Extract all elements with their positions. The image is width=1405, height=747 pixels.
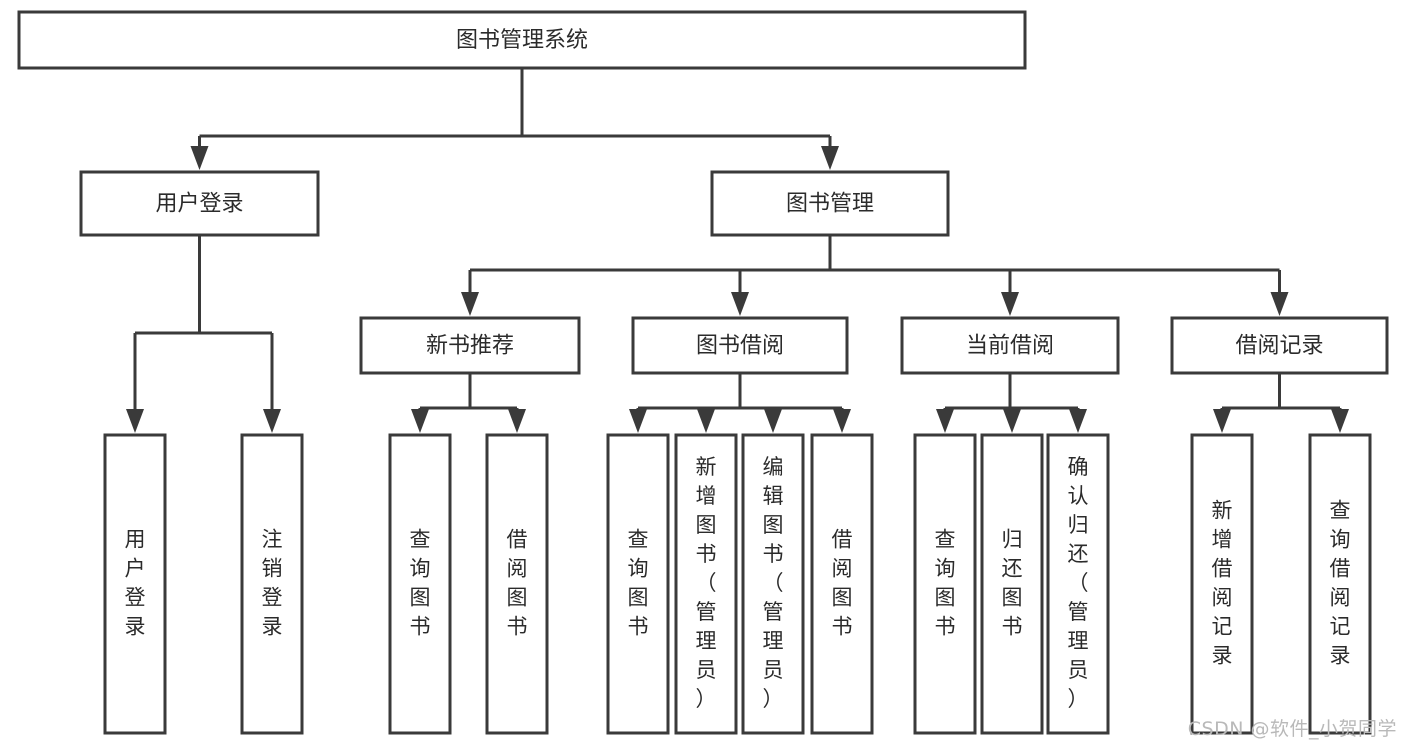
node-leaf_cu_query[interactable]: 查询图书 <box>913 433 977 735</box>
arrow-head-icon <box>508 409 526 433</box>
connector-group <box>461 235 1289 316</box>
node-leaf_rc_query[interactable]: 查询借阅记录 <box>1308 433 1372 735</box>
node-current[interactable]: 当前借阅 <box>900 316 1120 375</box>
node-box[interactable] <box>674 433 738 735</box>
node-label: 当前借阅 <box>966 334 1054 359</box>
node-root[interactable]: 图书管理系统 <box>17 10 1027 70</box>
arrow-head-icon <box>1331 409 1349 433</box>
connector-group <box>126 235 281 433</box>
node-label: 查询图书 <box>628 528 649 639</box>
arrow-head-icon <box>411 409 429 433</box>
node-leaf_rc_add[interactable]: 新增借阅记录 <box>1190 433 1254 735</box>
node-leaf_bw_borrow[interactable]: 借阅图书 <box>810 433 874 735</box>
node-label: 编辑图书（管理员） <box>763 455 784 711</box>
arrow-head-icon <box>821 146 839 170</box>
node-box[interactable] <box>913 433 977 735</box>
connector-group <box>411 373 526 433</box>
arrow-head-icon <box>764 409 782 433</box>
arrow-head-icon <box>697 409 715 433</box>
connector-group <box>190 68 839 170</box>
arrow-head-icon <box>1213 409 1231 433</box>
node-layer: 图书管理系统用户登录图书管理新书推荐图书借阅当前借阅借阅记录用户登录注销登录查询… <box>17 10 1389 735</box>
node-label: 注销登录 <box>262 528 283 639</box>
node-box[interactable] <box>710 170 950 237</box>
node-label: 用户登录 <box>155 192 243 217</box>
node-leaf_cu_confirm[interactable]: 确认归还（管理员） <box>1046 433 1110 735</box>
node-box[interactable] <box>485 433 549 735</box>
node-bookmgmt[interactable]: 图书管理 <box>710 170 950 237</box>
arrow-head-icon <box>629 409 647 433</box>
arrow-head-icon <box>833 409 851 433</box>
node-box[interactable] <box>900 316 1120 375</box>
node-box[interactable] <box>1190 433 1254 735</box>
arrow-head-icon <box>461 292 479 316</box>
node-leaf_user_login[interactable]: 用户登录 <box>103 433 167 735</box>
node-label: 图书管理 <box>786 192 874 217</box>
node-leaf_nb_borrow[interactable]: 借阅图书 <box>485 433 549 735</box>
node-label: 借阅图书 <box>832 528 853 639</box>
node-label: 借阅图书 <box>507 528 528 639</box>
arrow-head-icon <box>1003 409 1021 433</box>
node-label: 查询借阅记录 <box>1330 499 1351 668</box>
node-box[interactable] <box>240 433 304 735</box>
arrow-head-icon <box>1069 409 1087 433</box>
node-borrow[interactable]: 图书借阅 <box>631 316 849 375</box>
node-newbook[interactable]: 新书推荐 <box>359 316 581 375</box>
node-label: 新增图书（管理员） <box>696 455 717 711</box>
node-box[interactable] <box>79 170 320 237</box>
node-leaf_bw_query[interactable]: 查询图书 <box>606 433 670 735</box>
arrow-head-icon <box>936 409 954 433</box>
node-leaf_user_logout[interactable]: 注销登录 <box>240 433 304 735</box>
node-record[interactable]: 借阅记录 <box>1170 316 1389 375</box>
arrow-head-icon <box>126 409 144 433</box>
node-box[interactable] <box>388 433 452 735</box>
node-label: 查询图书 <box>410 528 431 639</box>
node-box[interactable] <box>631 316 849 375</box>
node-leaf_cu_return[interactable]: 归还图书 <box>980 433 1044 735</box>
connector-layer <box>126 68 1349 433</box>
node-leaf_bw_edit[interactable]: 编辑图书（管理员） <box>741 433 805 735</box>
node-label: 用户登录 <box>125 528 146 639</box>
node-label: 新增借阅记录 <box>1212 499 1233 668</box>
node-box[interactable] <box>606 433 670 735</box>
node-label: 图书管理系统 <box>456 28 588 53</box>
arrow-head-icon <box>1001 292 1019 316</box>
node-label: 确认归还（管理员） <box>1068 455 1089 711</box>
node-label: 查询图书 <box>935 528 956 639</box>
node-box[interactable] <box>1170 316 1389 375</box>
node-box[interactable] <box>359 316 581 375</box>
node-leaf_bw_add[interactable]: 新增图书（管理员） <box>674 433 738 735</box>
node-box[interactable] <box>741 433 805 735</box>
node-box[interactable] <box>1308 433 1372 735</box>
node-label: 归还图书 <box>1002 528 1023 639</box>
node-box[interactable] <box>1046 433 1110 735</box>
node-box[interactable] <box>17 10 1027 70</box>
node-box[interactable] <box>103 433 167 735</box>
node-login[interactable]: 用户登录 <box>79 170 320 237</box>
node-label: 新书推荐 <box>426 334 514 359</box>
node-box[interactable] <box>810 433 874 735</box>
arrow-head-icon <box>1270 292 1289 316</box>
arrow-head-icon <box>731 292 749 316</box>
node-leaf_nb_query[interactable]: 查询图书 <box>388 433 452 735</box>
arrow-head-icon <box>263 409 281 433</box>
connector-group <box>936 373 1087 433</box>
connector-group <box>629 373 851 433</box>
arrow-head-icon <box>190 146 209 170</box>
node-label: 图书借阅 <box>696 334 784 359</box>
node-box[interactable] <box>980 433 1044 735</box>
connector-group <box>1213 373 1349 433</box>
node-label: 借阅记录 <box>1235 334 1323 359</box>
